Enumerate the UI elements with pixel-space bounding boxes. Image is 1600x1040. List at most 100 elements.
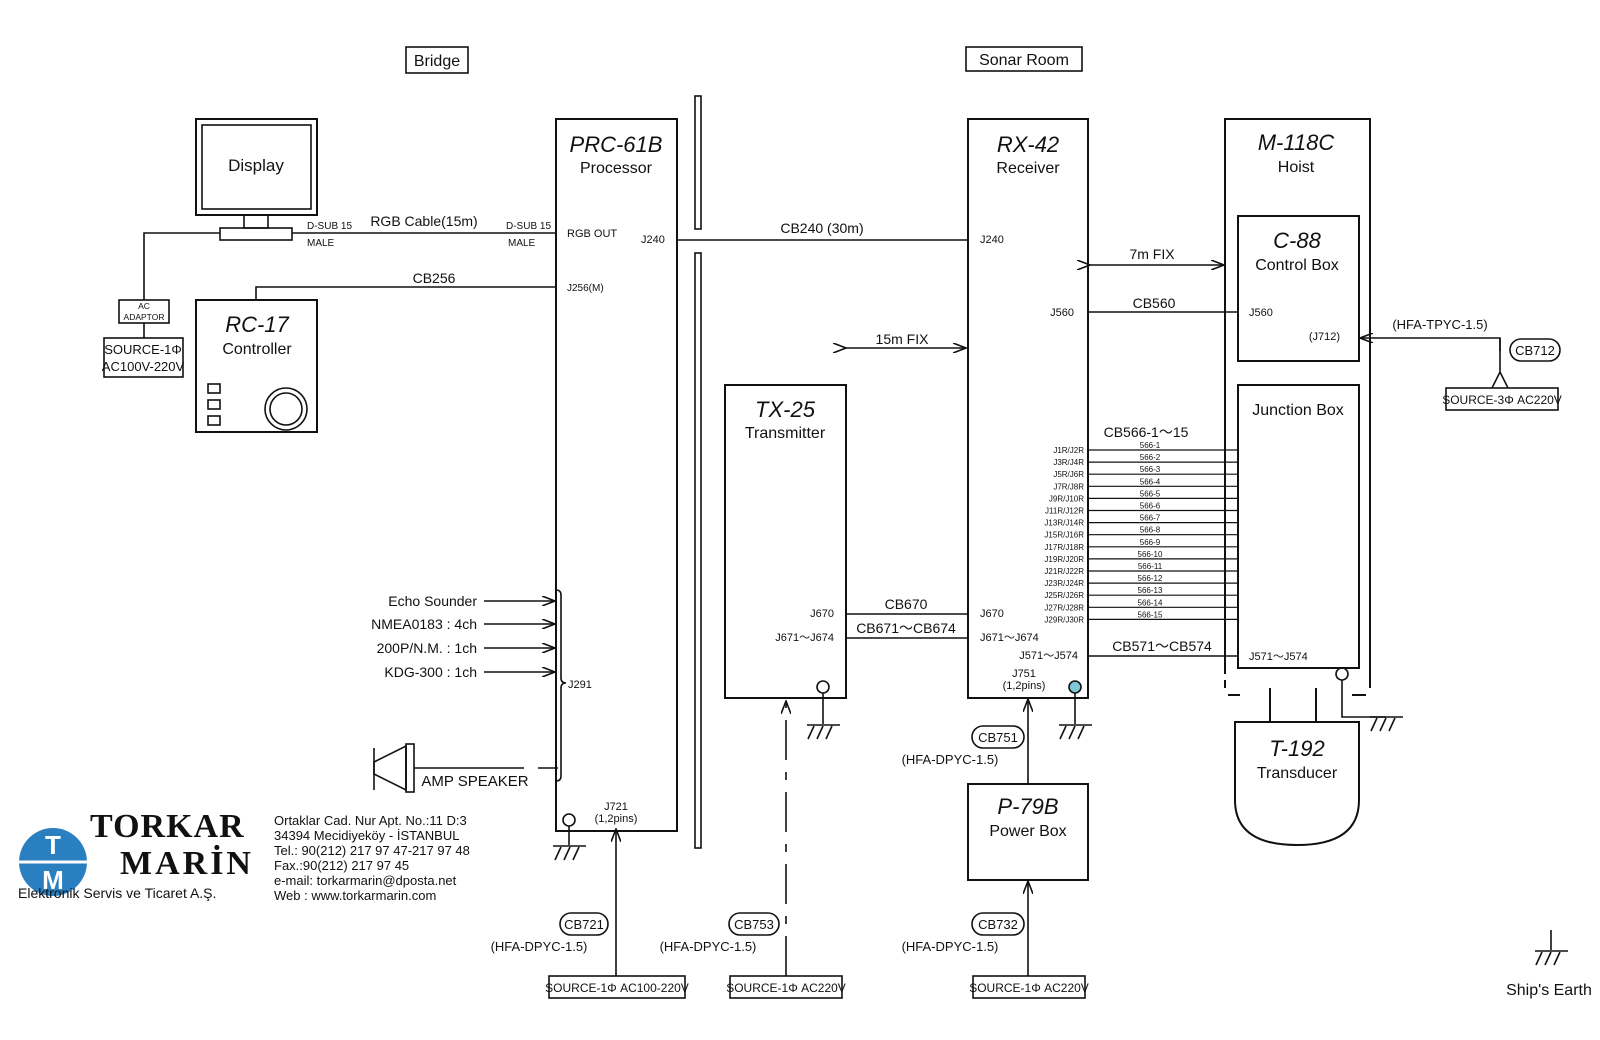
controller-knob bbox=[264, 387, 308, 431]
rx-jack-label: J27R/J28R bbox=[1044, 603, 1084, 612]
controller-name: Controller bbox=[222, 341, 292, 358]
cb712-badge bbox=[1509, 338, 1561, 362]
j751-label: J751 bbox=[1012, 668, 1036, 680]
junction-ground-wire bbox=[1341, 680, 1386, 718]
bridge-label: Bridge bbox=[414, 53, 460, 70]
power-box-name: Power Box bbox=[989, 823, 1066, 840]
cb560-label: CB560 bbox=[1133, 295, 1176, 311]
rx-jack-label: J21R/J22R bbox=[1044, 567, 1084, 576]
hfa-dpyc-721-label: (HFA-DPYC-1.5) bbox=[491, 939, 588, 954]
address-line: Tel.: 90(212) 217 97 47-217 97 48 bbox=[274, 843, 470, 858]
j560-receiver-label: J560 bbox=[1050, 307, 1074, 319]
input-nmea: NMEA0183 : 4ch bbox=[371, 616, 477, 632]
cb753-badge bbox=[728, 912, 780, 936]
j571-receiver-label: J571～J574 bbox=[1019, 650, 1078, 662]
j240-receiver-label: J240 bbox=[980, 234, 1004, 246]
cb566-cable-label: 566-3 bbox=[1140, 465, 1161, 474]
bulkhead-upper bbox=[694, 95, 702, 230]
fix7-label: 7m FIX bbox=[1129, 246, 1175, 262]
bulkhead-lower bbox=[694, 252, 702, 849]
dsub-left-label: D-SUB 15 bbox=[307, 221, 352, 232]
j291-brace bbox=[555, 589, 567, 782]
cb566-bundle: J1R/J2R566-1J3R/J4R566-2J5R/J6R566-3J7R/… bbox=[1044, 441, 1238, 624]
power-box-model: P-79B bbox=[997, 794, 1058, 819]
junction-box-name: Junction Box bbox=[1252, 402, 1344, 419]
cb571-label: CB571～CB574 bbox=[1112, 638, 1212, 654]
cb712-cable-upper bbox=[1402, 337, 1501, 351]
rx-jack-label: J23R/J24R bbox=[1044, 579, 1084, 588]
receiver-name: Receiver bbox=[996, 160, 1060, 177]
source-power-box bbox=[972, 975, 1086, 999]
source-hoist-box bbox=[1445, 387, 1559, 411]
control-box-model: C-88 bbox=[1273, 228, 1321, 253]
input-signals: Echo Sounder NMEA0183 : 4ch 200P/N.M. : … bbox=[371, 593, 555, 680]
junction-box bbox=[1237, 384, 1360, 669]
input-kdg300: KDG-300 : 1ch bbox=[384, 664, 477, 680]
cb566-cable-label: 566-12 bbox=[1138, 574, 1163, 583]
rx-jack-label: J11R/J12R bbox=[1045, 507, 1084, 516]
rgb-cable-label: RGB Cable(15m) bbox=[370, 213, 477, 229]
male-right-label: MALE bbox=[508, 238, 536, 249]
source-processor-box bbox=[548, 975, 686, 999]
address-line: Fax.:90(212) 217 97 45 bbox=[274, 858, 410, 873]
cb256-label: CB256 bbox=[413, 270, 456, 286]
cb670-label: CB670 bbox=[885, 596, 928, 612]
j291-label: J291 bbox=[568, 679, 592, 691]
hoist-outline bbox=[1224, 118, 1371, 688]
j671-tx-label: J671～J674 bbox=[775, 632, 834, 644]
fix15-label: 15m FIX bbox=[876, 331, 930, 347]
rx-jack-label: J15R/J16R bbox=[1044, 531, 1084, 540]
source-display-box bbox=[103, 337, 184, 378]
cb566-cable-label: 566-4 bbox=[1140, 477, 1161, 486]
cb753-label: CB753 bbox=[734, 917, 774, 932]
cb566-cable-label: 566-6 bbox=[1140, 502, 1161, 511]
cb671-label: CB671～CB674 bbox=[856, 620, 956, 636]
control-box-name: Control Box bbox=[1255, 257, 1339, 274]
hfa-dpyc-732-label: (HFA-DPYC-1.5) bbox=[902, 939, 999, 954]
processor-model: PRC-61B bbox=[570, 132, 663, 157]
j670-receiver-label: J670 bbox=[980, 608, 1004, 620]
cb566-cable-label: 566-5 bbox=[1140, 489, 1161, 498]
j670-tx-label: J670 bbox=[810, 608, 834, 620]
j671-receiver-label: J671～J674 bbox=[980, 632, 1039, 644]
cb566-cable-label: 566-2 bbox=[1140, 453, 1161, 462]
control-box bbox=[1237, 215, 1360, 362]
transducer-model: T-192 bbox=[1269, 736, 1324, 761]
speaker-label: AMP SPEAKER bbox=[421, 773, 528, 790]
rx-jack-label: J1R/J2R bbox=[1053, 446, 1084, 455]
cb566-cable-label: 566-9 bbox=[1140, 538, 1161, 547]
transmitter-name: Transmitter bbox=[745, 425, 826, 442]
hfa-dpyc-751-label: (HFA-DPYC-1.5) bbox=[902, 752, 999, 767]
j240-processor-label: J240 bbox=[641, 234, 665, 246]
cb732-badge bbox=[971, 912, 1025, 936]
cb566-cable-label: 566-10 bbox=[1138, 550, 1163, 559]
bridge-label-box bbox=[405, 46, 469, 74]
source-power-label: SOURCE-1Φ AC220V bbox=[969, 981, 1089, 995]
dsub-right-label: D-SUB 15 bbox=[506, 221, 551, 232]
display-unit: Display bbox=[195, 118, 318, 241]
cb721-badge bbox=[559, 912, 609, 936]
transducer-body bbox=[1234, 721, 1360, 847]
cb721-label: CB721 bbox=[564, 917, 604, 932]
source-processor-label: SOURCE-1Φ AC100-220V bbox=[545, 981, 689, 995]
rx-jack-label: J13R/J14R bbox=[1044, 519, 1084, 528]
source-transmitter-box bbox=[729, 975, 843, 999]
rx-jack-label: J7R/J8R bbox=[1053, 482, 1084, 491]
source-display-line1: SOURCE-1Φ bbox=[104, 342, 182, 357]
transmitter-model: TX-25 bbox=[755, 397, 816, 422]
male-left-label: MALE bbox=[307, 238, 335, 249]
email-line: e-mail: torkarmarin@dposta.net bbox=[274, 873, 457, 888]
company-address: Ortaklar Cad. Nur Apt. No.:11 D:3 34394 … bbox=[274, 813, 470, 903]
transmitter-box bbox=[724, 384, 847, 699]
company-tagline: Elektronik Servis ve Ticaret A.Ş. bbox=[18, 885, 217, 901]
cb240-label: CB240 (30m) bbox=[780, 220, 863, 236]
j751-pins-label: (1,2pins) bbox=[1003, 680, 1046, 692]
rx-jack-label: J19R/J20R bbox=[1044, 555, 1084, 564]
hfa-dpyc-753-label: (HFA-DPYC-1.5) bbox=[660, 939, 757, 954]
ac-adaptor-line2: ADAPTOR bbox=[124, 312, 165, 322]
receiver-box bbox=[967, 118, 1089, 699]
adaptor-cable bbox=[143, 232, 220, 300]
logo-letter-t: T bbox=[45, 830, 61, 860]
rx-jack-label: J3R/J4R bbox=[1053, 458, 1084, 467]
controller-model: RC-17 bbox=[225, 312, 289, 337]
